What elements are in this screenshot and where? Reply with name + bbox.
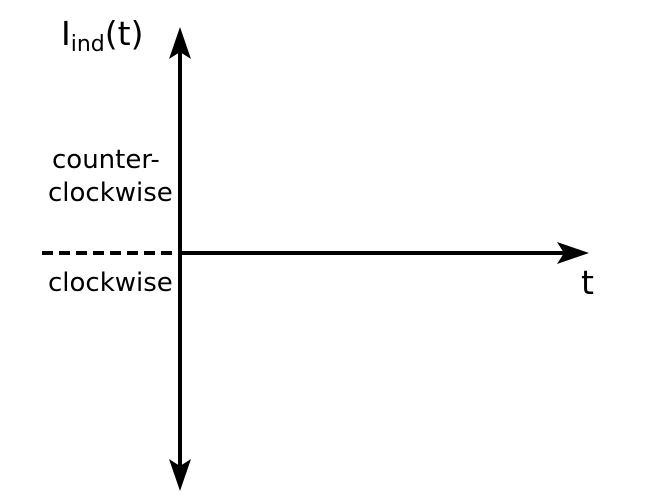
counter-clockwise-label-line2: clockwise [48, 178, 173, 208]
y-axis-label-subscript: ind [70, 32, 105, 57]
y-axis-up-arrowhead [169, 27, 191, 59]
clockwise-label: clockwise [48, 268, 173, 298]
y-axis-label-main: I [61, 14, 71, 53]
y-axis-down-arrowhead [169, 459, 191, 491]
y-axis-label: Iind(t) [61, 14, 144, 56]
counter-clockwise-label-line1: counter- [52, 145, 160, 175]
x-axis-label: t [581, 263, 594, 302]
counter-clockwise-label: counter-clockwise [48, 145, 173, 206]
x-axis-right-arrowhead [557, 242, 589, 264]
y-axis-label-suffix: (t) [104, 14, 144, 53]
